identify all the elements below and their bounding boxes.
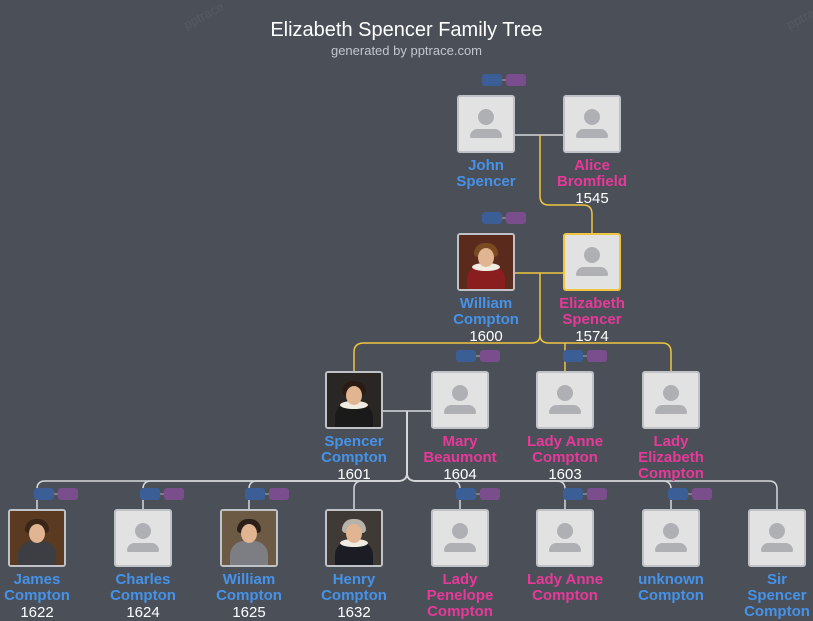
birth-year: 1574 bbox=[575, 328, 609, 345]
expand-controls bbox=[668, 488, 716, 500]
expand-mother-button[interactable] bbox=[587, 350, 607, 362]
expand-father-button[interactable] bbox=[245, 488, 265, 500]
page-title: Elizabeth Spencer Family Tree bbox=[270, 19, 543, 41]
person-card-lady-penelope-compton[interactable]: Lady Penelope Compton bbox=[405, 509, 515, 620]
person-placeholder-icon[interactable] bbox=[536, 371, 594, 429]
child-line bbox=[353, 273, 541, 373]
person-name[interactable]: Lady Anne Compton bbox=[526, 433, 604, 466]
person-card-john-spencer[interactable]: John Spencer bbox=[431, 95, 541, 190]
person-card-sir-spencer-compton[interactable]: Sir Spencer Compton bbox=[722, 509, 813, 620]
page-subtitle: generated by pptrace.com bbox=[330, 43, 483, 58]
expand-mother-button[interactable] bbox=[58, 488, 78, 500]
child-line bbox=[353, 411, 408, 511]
expand-controls bbox=[140, 488, 188, 500]
person-placeholder-icon[interactable] bbox=[431, 509, 489, 567]
child-line bbox=[406, 411, 778, 511]
person-name[interactable]: unknown Compton bbox=[638, 571, 704, 604]
person-name[interactable]: Alice Bromfield bbox=[556, 157, 627, 190]
expand-mother-button[interactable] bbox=[692, 488, 712, 500]
expand-father-button[interactable] bbox=[668, 488, 688, 500]
person-name[interactable]: Henry Compton bbox=[321, 571, 387, 604]
person-placeholder-icon[interactable] bbox=[536, 509, 594, 567]
person-name[interactable]: Lady Elizabeth Compton bbox=[638, 433, 704, 482]
expand-controls bbox=[563, 350, 611, 362]
birth-year: 1545 bbox=[575, 190, 609, 207]
person-card-lady-anne-compton-2[interactable]: Lady Anne Compton bbox=[510, 509, 620, 604]
expand-controls bbox=[482, 212, 530, 224]
expand-mother-button[interactable] bbox=[506, 74, 526, 86]
person-name[interactable]: William Compton bbox=[453, 295, 519, 328]
birth-year: 1625 bbox=[232, 604, 266, 621]
birth-year: 1604 bbox=[443, 466, 477, 483]
person-name[interactable]: Sir Spencer Compton bbox=[744, 571, 810, 620]
expand-mother-button[interactable] bbox=[480, 350, 500, 362]
person-placeholder-icon[interactable] bbox=[431, 371, 489, 429]
birth-year: 1622 bbox=[20, 604, 54, 621]
portrait-photo[interactable] bbox=[220, 509, 278, 567]
portrait-photo[interactable] bbox=[325, 371, 383, 429]
person-name[interactable]: Elizabeth Spencer bbox=[559, 295, 625, 328]
child-line bbox=[539, 334, 672, 373]
expand-mother-button[interactable] bbox=[269, 488, 289, 500]
person-placeholder-icon[interactable] bbox=[563, 95, 621, 153]
expand-father-button[interactable] bbox=[563, 488, 583, 500]
expand-mother-button[interactable] bbox=[164, 488, 184, 500]
person-name[interactable]: Charles Compton bbox=[110, 571, 176, 604]
portrait-photo[interactable] bbox=[325, 509, 383, 567]
person-name[interactable]: Spencer Compton bbox=[321, 433, 387, 466]
person-placeholder-icon[interactable] bbox=[563, 233, 621, 291]
expand-controls bbox=[456, 350, 504, 362]
expand-mother-button[interactable] bbox=[506, 212, 526, 224]
expand-controls bbox=[456, 488, 504, 500]
portrait-photo[interactable] bbox=[8, 509, 66, 567]
expand-controls bbox=[245, 488, 293, 500]
birth-year: 1603 bbox=[548, 466, 582, 483]
person-placeholder-icon[interactable] bbox=[748, 509, 806, 567]
birth-year: 1601 bbox=[337, 466, 371, 483]
expand-controls bbox=[34, 488, 82, 500]
expand-father-button[interactable] bbox=[482, 212, 502, 224]
person-placeholder-icon[interactable] bbox=[642, 509, 700, 567]
focus-descent-line bbox=[539, 135, 593, 235]
person-name[interactable]: Lady Anne Compton bbox=[526, 571, 604, 604]
birth-year: 1624 bbox=[126, 604, 160, 621]
person-card-lady-elizabeth-compton[interactable]: Lady Elizabeth Compton bbox=[616, 371, 726, 482]
expand-mother-button[interactable] bbox=[587, 488, 607, 500]
person-name[interactable]: Lady Penelope Compton bbox=[426, 571, 494, 620]
person-placeholder-icon[interactable] bbox=[642, 371, 700, 429]
expand-mother-button[interactable] bbox=[480, 488, 500, 500]
person-card-unknown-compton[interactable]: unknown Compton bbox=[616, 509, 726, 604]
person-name[interactable]: James Compton bbox=[4, 571, 70, 604]
expand-father-button[interactable] bbox=[456, 488, 476, 500]
expand-father-button[interactable] bbox=[482, 74, 502, 86]
person-name[interactable]: Mary Beaumont bbox=[423, 433, 497, 466]
birth-year: 1632 bbox=[337, 604, 371, 621]
person-placeholder-icon[interactable] bbox=[457, 95, 515, 153]
expand-father-button[interactable] bbox=[34, 488, 54, 500]
expand-father-button[interactable] bbox=[563, 350, 583, 362]
person-name[interactable]: John Spencer bbox=[456, 157, 516, 190]
expand-controls bbox=[482, 74, 530, 86]
person-name[interactable]: William Compton bbox=[216, 571, 282, 604]
expand-controls bbox=[563, 488, 611, 500]
expand-father-button[interactable] bbox=[140, 488, 160, 500]
portrait-photo[interactable] bbox=[457, 233, 515, 291]
person-placeholder-icon[interactable] bbox=[114, 509, 172, 567]
expand-father-button[interactable] bbox=[456, 350, 476, 362]
birth-year: 1600 bbox=[469, 328, 503, 345]
